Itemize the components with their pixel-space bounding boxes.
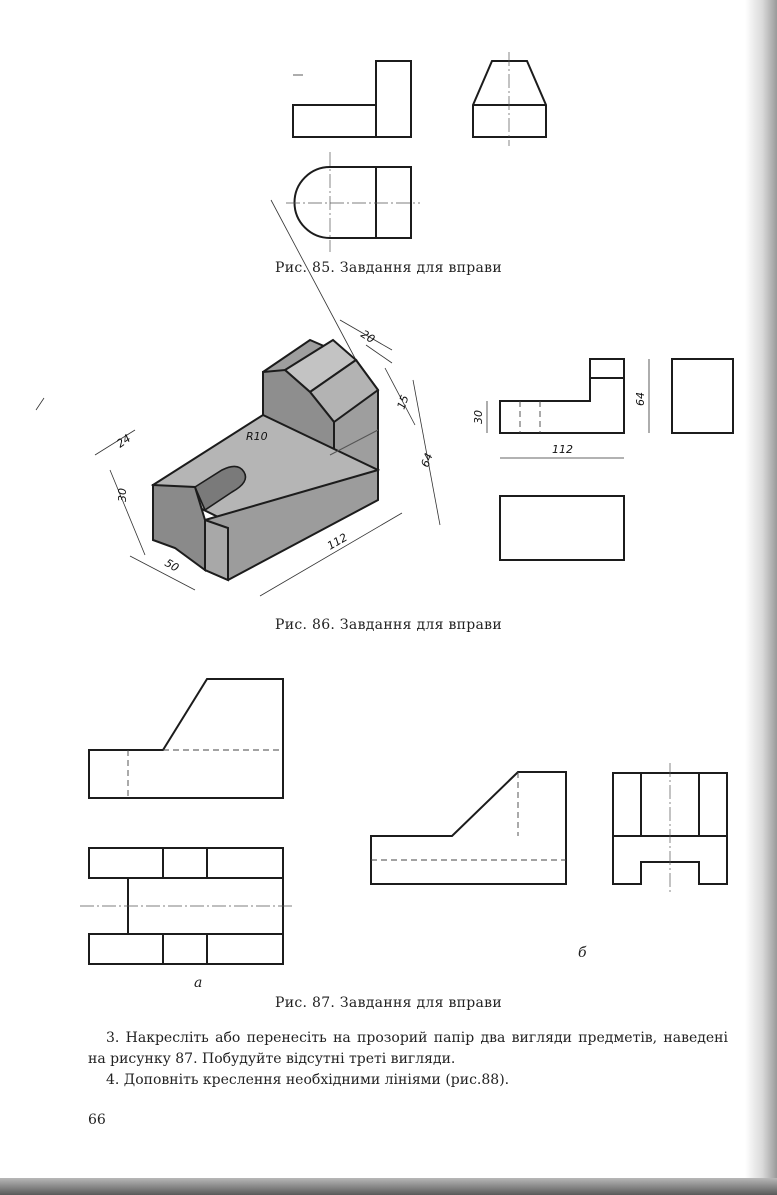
page-number: 66 — [88, 1112, 106, 1128]
fig87-label-a: а — [194, 975, 203, 991]
stray-pencil-line — [270, 199, 357, 361]
front-dim-30-label: 30 — [472, 410, 485, 424]
paragraph-3: 3. Накресліть або перенесіть на прозорий… — [88, 1030, 728, 1067]
paragraph-4: 4. Доповніть креслення необхідними лінія… — [106, 1072, 510, 1088]
fig87-caption: Рис. 87. Завдання для вправи — [275, 995, 502, 1011]
dim-20-label: 20 — [358, 328, 377, 346]
fig85-caption: Рис. 85. Завдання для вправи — [275, 260, 502, 276]
dim-50-label: 50 — [163, 556, 182, 574]
fig85-side-view — [472, 52, 547, 146]
stray-pencil-mark — [35, 397, 45, 411]
fig85-front-view — [292, 60, 412, 138]
dim-r10-label: R10 — [246, 430, 268, 443]
fig85-top-view — [286, 152, 420, 252]
dim-64-label: 64 — [419, 451, 436, 469]
fig87b-front-view — [370, 771, 567, 885]
fig87a-front-view — [88, 678, 284, 799]
page-edge-shadow — [745, 0, 777, 1195]
fig87-label-b: б — [578, 945, 587, 961]
fig86-isometric-dimensions — [94, 319, 441, 597]
front-dim-112-label: 112 — [552, 443, 573, 456]
fig86-orthographic-views — [486, 358, 734, 561]
dim-30-label: 30 — [116, 488, 129, 502]
page-bottom-band — [0, 1178, 777, 1195]
fig86-isometric-part — [150, 338, 381, 582]
fig87a-top-view — [80, 847, 295, 965]
fig86-caption: Рис. 86. Завдання для вправи — [275, 617, 502, 633]
front-dim-64-label: 64 — [634, 392, 647, 406]
dim-15-label: 15 — [395, 393, 412, 411]
fig87b-side-view — [612, 763, 728, 894]
exercise-text: 3. Накресліть або перенесіть на прозорий… — [88, 1028, 728, 1091]
